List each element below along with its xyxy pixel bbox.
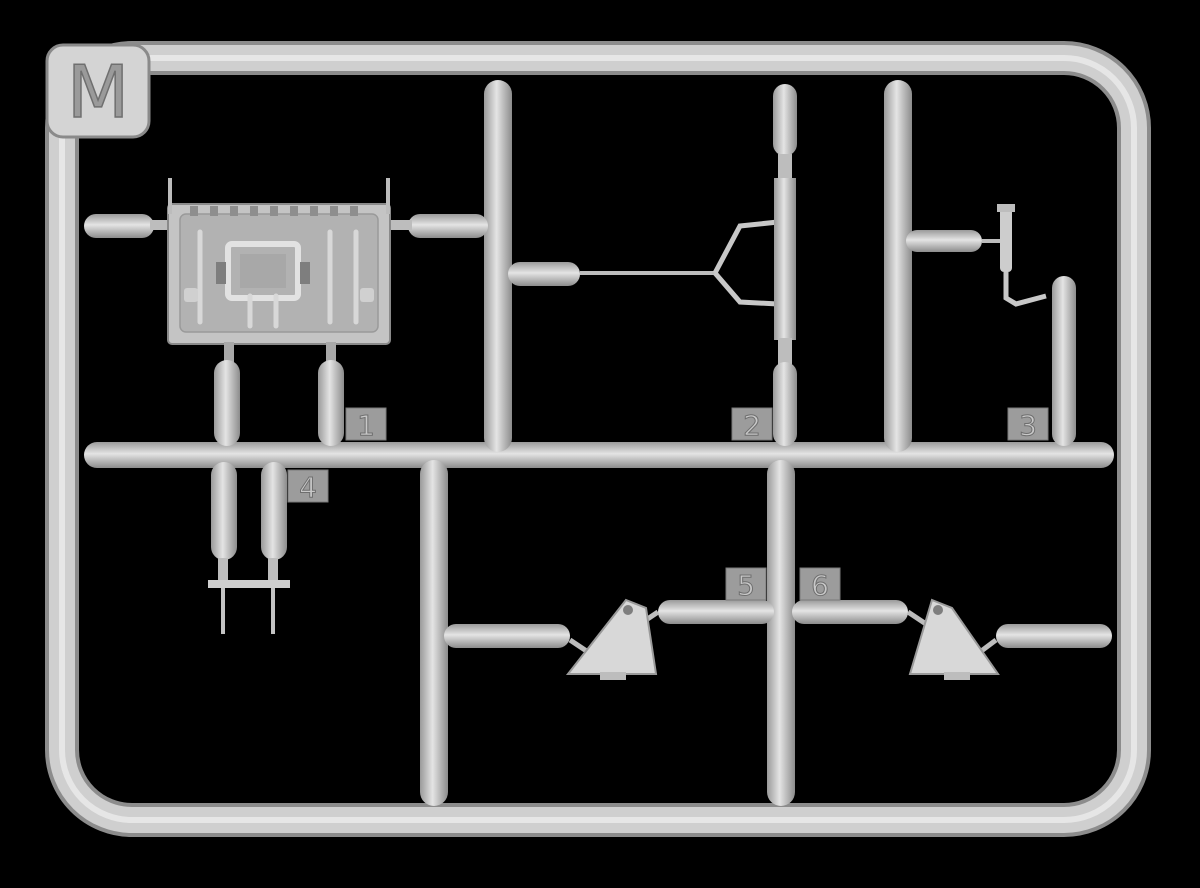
part-number-tag-4: 4: [287, 469, 329, 505]
part-number-tag-2: 2: [731, 407, 773, 443]
part-3-lever: [906, 204, 1076, 446]
part-4-twin-rods: [208, 462, 290, 634]
svg-text:5: 5: [737, 569, 755, 602]
runner-vertical-top-2: [884, 80, 912, 452]
svg-text:4: 4: [299, 471, 317, 504]
svg-text:1: 1: [357, 409, 375, 442]
part-1-box: [84, 178, 488, 446]
part-number-tag-5: 5: [725, 567, 767, 603]
part-6-bracket: [792, 598, 1112, 680]
svg-text:2: 2: [743, 409, 761, 442]
runner-vertical-top-1: [484, 80, 512, 452]
sprue-letter: M: [67, 50, 129, 134]
part-number-tag-3: 3: [1007, 407, 1049, 443]
runner-horizontal-main: [84, 442, 1114, 468]
outer-frame-highlight: [59, 55, 1137, 823]
part-5-bracket: [444, 598, 774, 680]
sprue-letter-tab: [45, 43, 151, 139]
part-2-fork-rod: [508, 84, 797, 446]
svg-text:3: 3: [1019, 409, 1037, 442]
part-number-tag-6: 6: [799, 567, 841, 603]
svg-text:6: 6: [811, 569, 829, 602]
runner-vertical-bottom-2: [767, 460, 795, 806]
part-number-tag-1: 1: [345, 407, 387, 443]
runner-vertical-bottom-1: [420, 460, 448, 806]
